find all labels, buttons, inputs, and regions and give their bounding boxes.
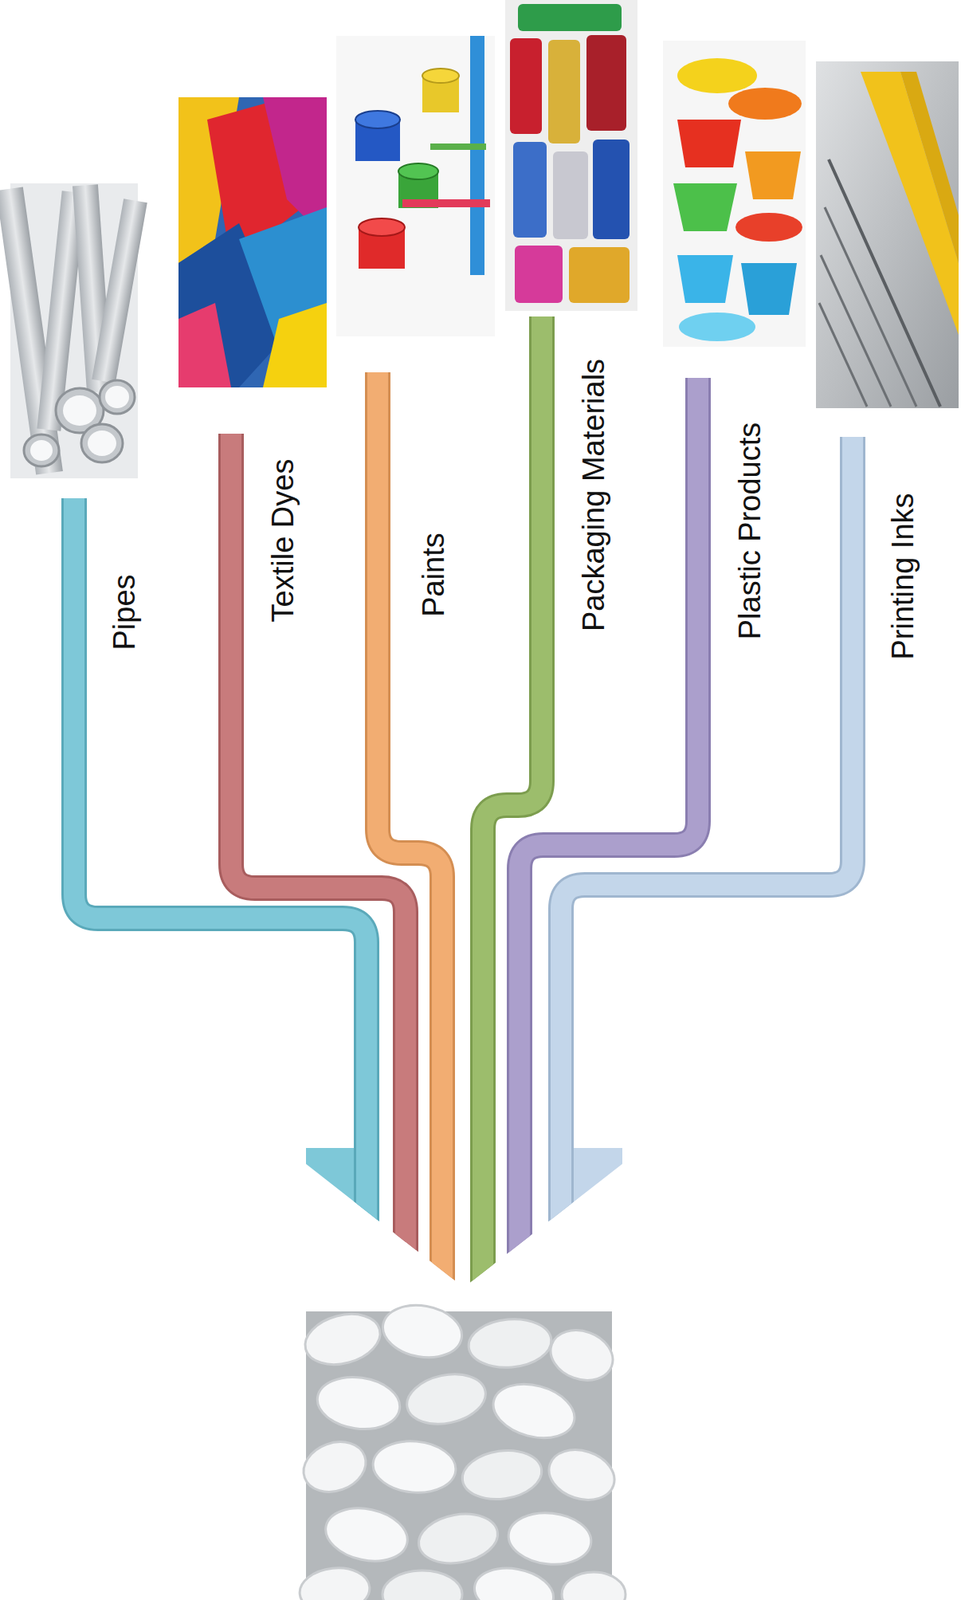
picture-background — [815, 61, 959, 408]
band-label: Paints — [416, 532, 452, 617]
picture-background — [178, 97, 327, 388]
pipe-end — [23, 434, 59, 467]
pipe-opening — [87, 430, 117, 456]
pellet — [320, 1500, 412, 1568]
paint-can-top — [355, 110, 401, 129]
pellet — [313, 1371, 404, 1434]
packaging-picture — [505, 0, 638, 311]
plastic-cup — [677, 119, 742, 168]
pipe-opening — [30, 439, 53, 461]
foil-roll — [517, 3, 622, 32]
ink-band — [900, 71, 959, 263]
band-label: Textile Dyes — [266, 458, 301, 623]
foil-roll — [592, 139, 630, 240]
band-label: Pipes — [107, 573, 142, 650]
printing-picture — [815, 61, 959, 408]
picture-background — [662, 40, 806, 347]
paint-stream — [402, 199, 491, 208]
flow-band — [377, 372, 443, 1355]
pellet — [542, 1440, 621, 1507]
foil-roll — [513, 141, 547, 238]
fabric-swatch — [178, 302, 232, 388]
paint-stream — [430, 143, 487, 150]
machine-line — [824, 207, 917, 407]
pellet — [382, 1569, 463, 1600]
pellet — [561, 1571, 626, 1600]
pellets-picture — [296, 1298, 626, 1600]
band-label: Printing Inks — [886, 492, 921, 659]
textile-picture — [178, 97, 327, 388]
plastic-cup — [745, 151, 801, 200]
band-label: Packaging Materials — [576, 358, 612, 632]
paint-can-top — [422, 68, 459, 83]
pipe-tube — [91, 198, 147, 384]
plastic-bowl — [728, 87, 802, 120]
pipe-opening — [62, 395, 97, 426]
pellet — [505, 1508, 594, 1569]
band-label: Plastic Products — [733, 422, 768, 640]
pellet — [466, 1315, 554, 1371]
picture-background — [336, 35, 495, 337]
foil-roll — [586, 35, 627, 131]
pellet — [370, 1437, 458, 1496]
plastic-bowl — [678, 312, 756, 342]
pellet — [297, 1564, 372, 1600]
pellet — [299, 1306, 386, 1373]
pipes-picture — [0, 183, 148, 479]
picture-background — [505, 0, 638, 311]
pellet — [470, 1561, 558, 1600]
machine-line — [819, 302, 867, 407]
foil-roll — [568, 247, 630, 303]
pellet — [486, 1375, 581, 1447]
plastic-bowl — [735, 212, 803, 242]
plastic-cup — [673, 183, 738, 232]
paint-can-top — [358, 218, 405, 236]
foil-roll — [553, 151, 589, 240]
pipe-opening — [105, 385, 130, 408]
foil-roll — [509, 38, 542, 134]
foil-roll — [548, 39, 581, 144]
pellet — [378, 1298, 467, 1363]
plastic-picture — [662, 40, 806, 347]
paint-can-top — [398, 163, 439, 180]
pipe-end — [81, 423, 123, 463]
pellet — [415, 1507, 503, 1569]
pellet — [402, 1366, 491, 1430]
pipe-end — [99, 380, 135, 414]
fabric-swatch — [262, 302, 327, 388]
plastic-cup — [677, 254, 734, 303]
plastic-cup — [741, 262, 797, 315]
band-edge — [377, 372, 443, 1355]
foil-roll — [514, 245, 563, 303]
paints-picture — [336, 35, 495, 337]
pellet — [296, 1432, 373, 1500]
band-group — [74, 316, 853, 1355]
pellet — [458, 1444, 545, 1503]
pellet — [543, 1321, 620, 1389]
plastic-bowl — [677, 58, 758, 94]
machine-line — [828, 159, 941, 407]
ink-band — [860, 71, 959, 335]
paint-stream — [470, 35, 485, 275]
